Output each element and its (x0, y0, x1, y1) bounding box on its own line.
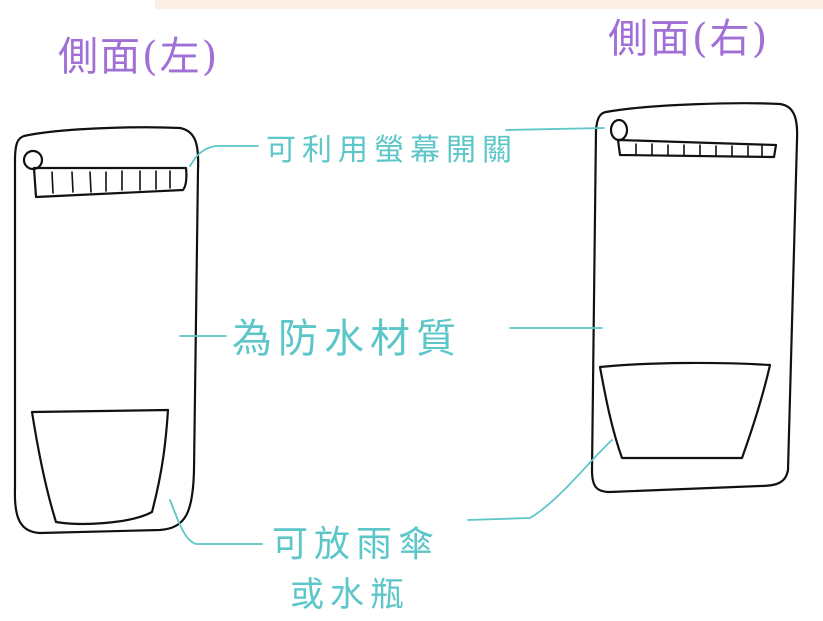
right-switch-knob (609, 118, 629, 142)
label-umbrella-line1: 可放雨傘 (272, 524, 440, 565)
label-screen-switch: 可利用螢幕開關 (266, 133, 518, 168)
right-bag (590, 102, 799, 494)
left-bag (13, 126, 200, 535)
right-bag-outline (590, 102, 799, 494)
left-switch-ticks (51, 170, 171, 194)
leader-pocket-right (467, 439, 613, 521)
top-highlight-strip (155, 0, 823, 9)
left-switch-strip (32, 166, 188, 199)
right-switch-ticks (635, 143, 763, 157)
left-switch-knob (22, 149, 44, 171)
left-umbrella-pocket (30, 408, 170, 525)
leader-switch-right (505, 127, 605, 131)
leader-switch-left (189, 145, 259, 167)
label-umbrella-line2: 或水瓶 (290, 575, 410, 615)
right-switch-strip (616, 138, 778, 159)
leader-pocket-left (169, 499, 263, 545)
title-right-side: 側面(右) (608, 16, 769, 62)
label-waterproof: 為防水材質 (232, 316, 462, 362)
leader-lines (169, 127, 613, 545)
right-umbrella-pocket (598, 361, 772, 460)
left-bag-outline (13, 126, 200, 535)
title-left-side: 側面(左) (58, 34, 219, 80)
